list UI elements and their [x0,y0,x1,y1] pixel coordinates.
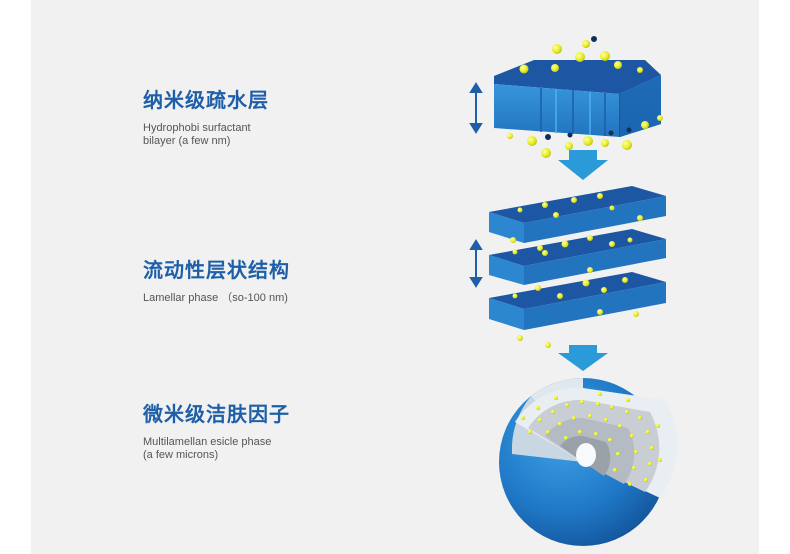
lamellar-plates [489,186,666,330]
double-arrow-icon [471,84,481,132]
down-arrow-icon [558,345,608,371]
down-arrow-icon [558,150,608,180]
double-arrow-icon [471,241,481,286]
vesicle-sphere [499,378,677,546]
bilayer-block [494,60,661,137]
